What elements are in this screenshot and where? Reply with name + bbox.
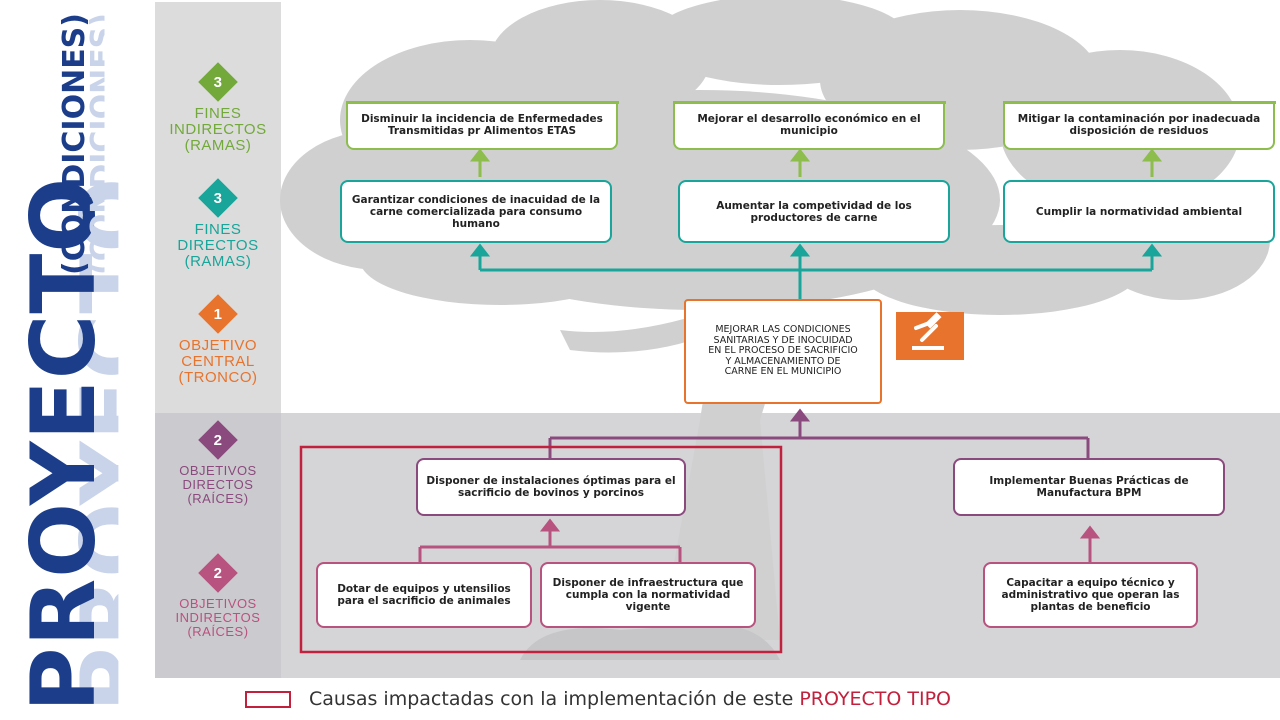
- arrows-fines-indirectos: [469, 148, 1163, 177]
- level-badge: 2: [198, 420, 238, 460]
- fin-indirecto-box: Mejorar el desarrollo económico en el mu…: [672, 101, 946, 150]
- level-badge: 1: [198, 294, 238, 334]
- connectors-fines-directos: [469, 243, 1163, 299]
- level-number: 2: [213, 564, 223, 582]
- legend-text: Causas impactadas con la implementación …: [309, 688, 794, 710]
- legend: Causas impactadas con la implementación …: [245, 688, 951, 710]
- fin-indirecto-box: Mitigar la contaminación por inadecuada …: [1002, 101, 1276, 150]
- fin-directo-box: Aumentar la competividad de los producto…: [678, 180, 950, 243]
- objetivo-central-box: MEJORAR LAS CONDICIONES SANITARIAS Y DE …: [684, 299, 882, 404]
- level-fines-directos: 3 FINES DIRECTOS (RAMAS): [155, 178, 281, 270]
- level-label: OBJETIVOS INDIRECTOS (RAÍCES): [175, 596, 261, 639]
- fin-directo-box: Garantizar condiciones de inacuidad de l…: [340, 180, 612, 243]
- gavel-icon: [896, 312, 964, 360]
- level-number: 3: [213, 73, 223, 91]
- fin-indirecto-box: Disminuir la incidencia de Enfermedades …: [345, 101, 619, 150]
- level-label: OBJETIVO CENTRAL (TRONCO): [178, 337, 258, 386]
- level-badge: 2: [198, 553, 238, 593]
- level-objetivos-indirectos: 2 OBJETIVOS INDIRECTOS (RAÍCES): [155, 553, 281, 639]
- level-number: 3: [213, 189, 223, 207]
- level-label: FINES INDIRECTOS (RAMAS): [169, 105, 267, 154]
- level-objetivo-central: 1 OBJETIVO CENTRAL (TRONCO): [155, 294, 281, 386]
- fin-directo-box: Cumplir la normatividad ambiental: [1003, 180, 1275, 243]
- level-number: 2: [213, 431, 223, 449]
- legend-swatch: [245, 690, 291, 708]
- level-fines-indirectos: 3 FINES INDIRECTOS (RAMAS): [155, 62, 281, 154]
- level-label: OBJETIVOS DIRECTOS (RAÍCES): [179, 463, 257, 506]
- objetivo-indirecto-box: Disponer de infraestructura que cumpla c…: [540, 562, 756, 628]
- objetivo-directo-box: Disponer de instalaciones óptimas para e…: [416, 458, 686, 516]
- level-label: FINES DIRECTOS (RAMAS): [177, 221, 259, 270]
- connectors-objetivos-indirectos: [418, 518, 1101, 562]
- objetivo-indirecto-box: Dotar de equipos y utensilios para el sa…: [316, 562, 532, 628]
- level-badge: 3: [198, 62, 238, 102]
- level-badge: 3: [198, 178, 238, 218]
- project-impact-outline: [299, 445, 783, 654]
- connectors-objetivos-directos: [548, 408, 1090, 458]
- objetivo-indirecto-box: Capacitar a equipo técnico y administrat…: [983, 562, 1198, 628]
- objetivo-directo-box: Implementar Buenas Prácticas de Manufact…: [953, 458, 1225, 516]
- level-objetivos-directos: 2 OBJETIVOS DIRECTOS (RAÍCES): [155, 420, 281, 506]
- legend-highlight: PROYECTO TIPO: [799, 688, 952, 710]
- level-number: 1: [213, 305, 223, 323]
